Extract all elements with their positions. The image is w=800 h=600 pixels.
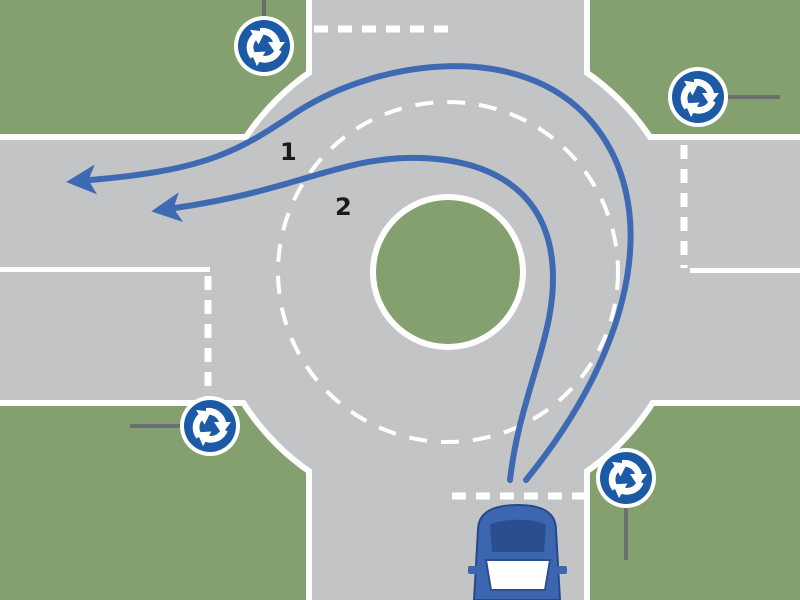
roundabout-sign-icon <box>180 396 240 456</box>
roundabout-sign-icon <box>596 448 656 508</box>
roundabout-sign-icon <box>234 16 294 76</box>
lane-center-lines <box>0 267 800 273</box>
central-island <box>370 194 526 350</box>
roundabout-sign-icon <box>668 67 728 127</box>
yield-lines <box>204 25 688 500</box>
route-1-path <box>66 63 634 483</box>
route-1-label: 1 <box>280 138 297 166</box>
route-2-label: 2 <box>335 193 352 221</box>
car-icon <box>468 503 567 600</box>
inner-lane-ring <box>276 100 620 444</box>
route-2-path <box>151 154 556 483</box>
